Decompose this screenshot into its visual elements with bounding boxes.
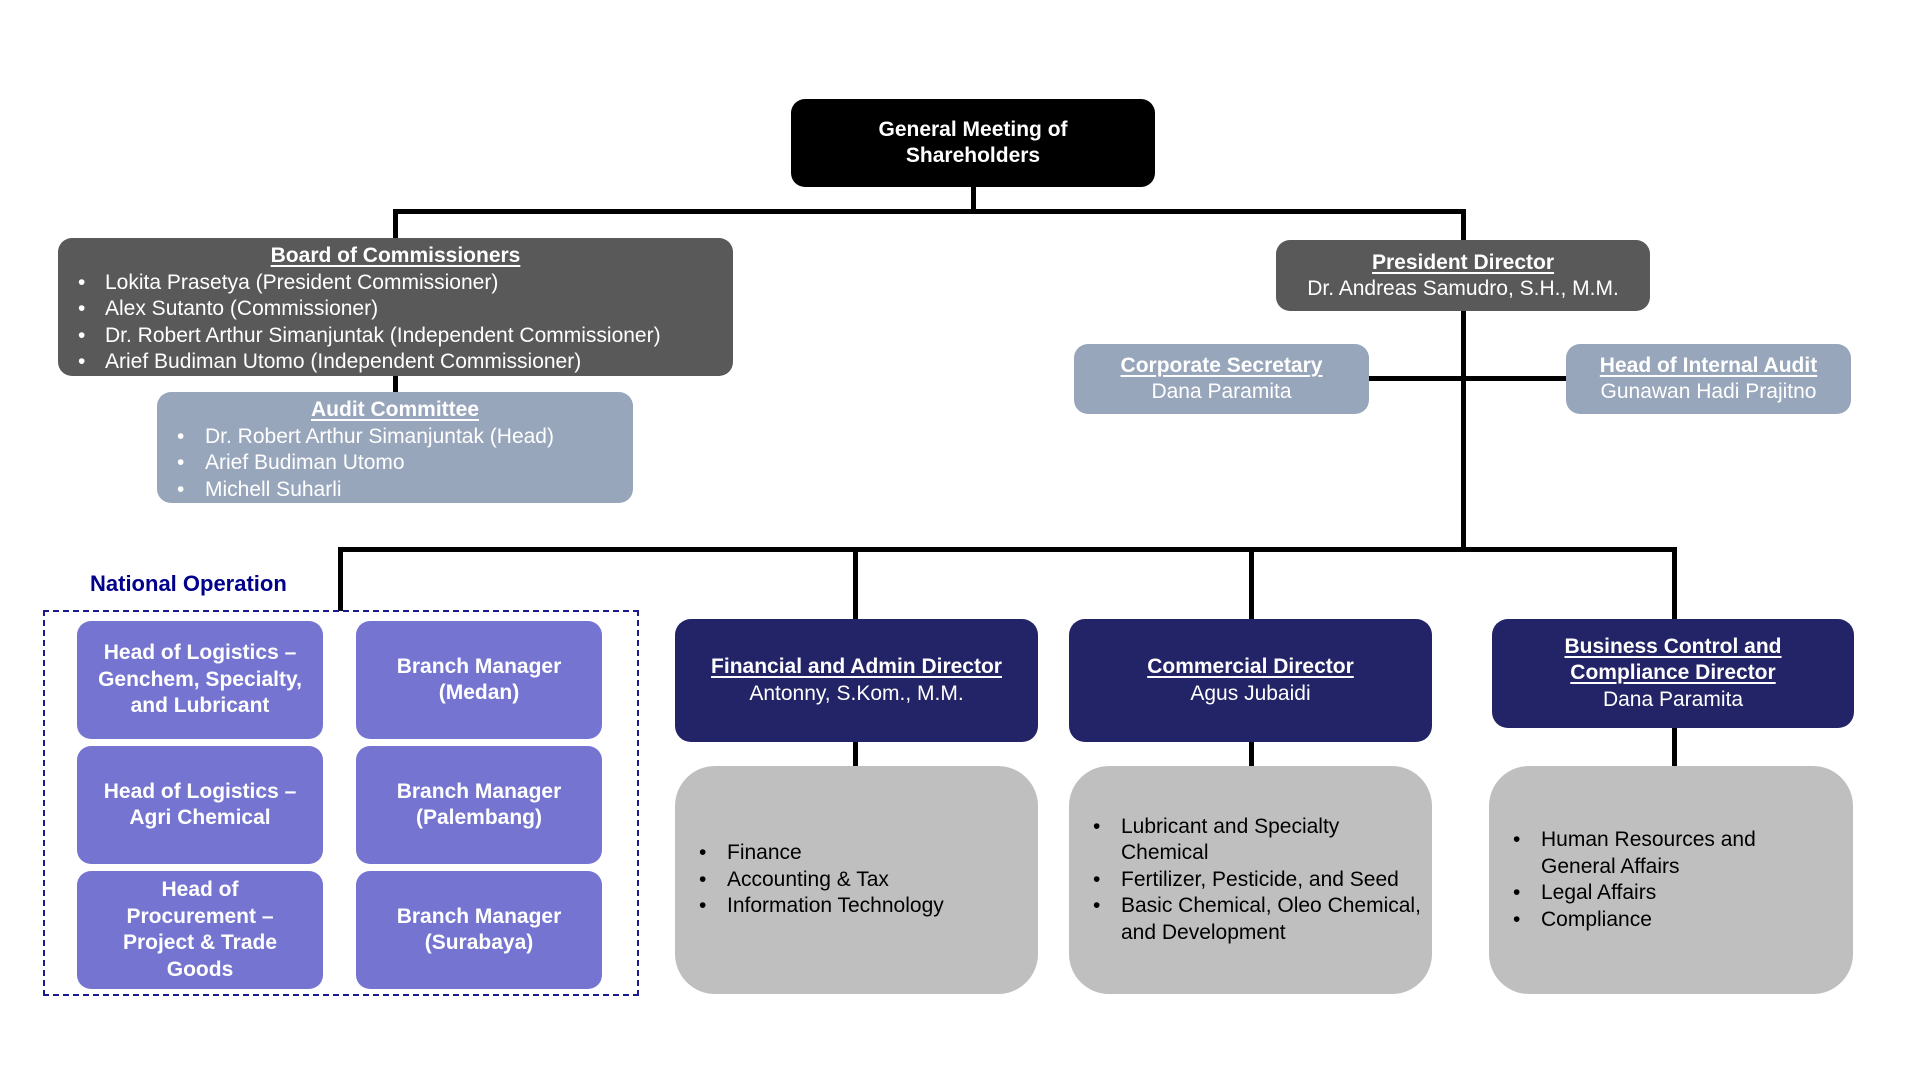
department-item: Legal Affairs (1489, 880, 1783, 907)
board-member: Dr. Robert Arthur Simanjuntak (Independe… (58, 323, 733, 350)
audit-committee-member: Arief Budiman Utomo (157, 450, 633, 477)
board-member: Arief Budiman Utomo (Independent Commiss… (58, 349, 733, 376)
national-unit-label: Branch Manager (Surabaya) (396, 904, 562, 955)
connector-top-horizontal (393, 209, 1466, 214)
department-item: Compliance (1489, 907, 1783, 934)
national-unit-branch-medan: Branch Manager (Medan) (356, 621, 602, 739)
department-item: Information Technology (675, 893, 944, 920)
internal-audit-name: Gunawan Hadi Prajitno (1600, 380, 1817, 403)
national-unit-label: Head of Logistics – Genchem, Specialty, … (98, 641, 302, 718)
departments-list: Human Resources and General Affairs Lega… (1489, 827, 1783, 933)
department-item: Human Resources and General Affairs (1489, 827, 1783, 880)
director-title: Commercial Director (1147, 655, 1354, 678)
national-unit-label: Head of Logistics – Agri Chemical (103, 779, 297, 830)
connector-business-to-depts (1672, 727, 1677, 767)
corporate-secretary-title: Corporate Secretary (1120, 354, 1323, 377)
financial-admin-director-box: Financial and Admin Director Antonny, S.… (675, 619, 1038, 742)
corporate-secretary-name: Dana Paramita (1151, 380, 1292, 403)
commercial-director-box: Commercial Director Agus Jubaidi (1069, 619, 1432, 742)
internal-audit-title: Head of Internal Audit (1599, 354, 1818, 377)
director-name: Antonny, S.Kom., M.M. (749, 681, 964, 705)
audit-committee-title: Audit Committee (311, 398, 479, 421)
connector-to-president (1461, 209, 1466, 241)
general-meeting-title: General Meeting of Shareholders (878, 118, 1068, 167)
connector-financial-to-depts (853, 741, 858, 767)
connector-to-board (393, 209, 398, 239)
board-member: Alex Sutanto (Commissioner) (58, 296, 733, 323)
audit-committee-members-list: Dr. Robert Arthur Simanjuntak (Head) Ari… (157, 424, 633, 504)
financial-departments-box: Finance Accounting & Tax Information Tec… (675, 766, 1038, 994)
board-member: Lokita Prasetya (President Commissioner) (58, 270, 733, 297)
president-director-title: President Director (1371, 250, 1555, 274)
business-control-director-box: Business Control and Compliance Director… (1492, 619, 1854, 728)
commercial-departments-box: Lubricant and Specialty Chemical Fertili… (1069, 766, 1432, 994)
department-item: Finance (675, 840, 944, 867)
national-operation-label: National Operation (90, 571, 287, 596)
national-unit-label: Branch Manager (Medan) (396, 654, 562, 705)
board-of-commissioners-box: Board of Commissioners Lokita Prasetya (… (58, 238, 733, 376)
departments-list: Lubricant and Specialty Chemical Fertili… (1069, 814, 1422, 947)
business-control-departments-box: Human Resources and General Affairs Lega… (1489, 766, 1853, 994)
board-of-commissioners-title: Board of Commissioners (270, 244, 521, 267)
audit-committee-member: Dr. Robert Arthur Simanjuntak (Head) (157, 424, 633, 451)
national-unit-branch-surabaya: Branch Manager (Surabaya) (356, 871, 602, 989)
department-item: Lubricant and Specialty Chemical (1069, 814, 1422, 867)
connector-board-to-audit (393, 375, 398, 393)
connector-gms-down (971, 186, 976, 213)
connector-to-commercial-director (1249, 547, 1254, 620)
director-title: Business Control and Compliance Director (1564, 634, 1782, 685)
national-unit-procurement: Head of Procurement – Project & Trade Go… (77, 871, 323, 989)
connector-support-horizontal (1368, 376, 1568, 381)
general-meeting-of-shareholders-box: General Meeting of Shareholders (791, 99, 1155, 187)
president-director-name: Dr. Andreas Samudro, S.H., M.M. (1307, 276, 1619, 300)
departments-list: Finance Accounting & Tax Information Tec… (675, 840, 944, 920)
national-unit-logistics-genchem: Head of Logistics – Genchem, Specialty, … (77, 621, 323, 739)
national-unit-logistics-agri: Head of Logistics – Agri Chemical (77, 746, 323, 864)
director-name: Agus Jubaidi (1190, 681, 1311, 705)
director-name: Dana Paramita (1602, 687, 1744, 711)
department-item: Basic Chemical, Oleo Chemical, and Devel… (1069, 893, 1422, 946)
internal-audit-box: Head of Internal Audit Gunawan Hadi Praj… (1566, 344, 1851, 414)
connector-to-financial-director (853, 547, 858, 620)
president-director-box: President Director Dr. Andreas Samudro, … (1276, 240, 1650, 311)
board-members-list: Lokita Prasetya (President Commissioner)… (58, 270, 733, 376)
connector-commercial-to-depts (1249, 741, 1254, 767)
connector-president-trunk (1461, 310, 1466, 551)
director-title: Financial and Admin Director (711, 655, 1002, 678)
corporate-secretary-box: Corporate Secretary Dana Paramita (1074, 344, 1369, 414)
connector-to-national-operation (338, 547, 343, 611)
department-item: Fertilizer, Pesticide, and Seed (1069, 867, 1422, 894)
national-operation-group (43, 610, 639, 996)
audit-committee-box: Audit Committee Dr. Robert Arthur Simanj… (157, 392, 633, 503)
connector-directors-horizontal (338, 547, 1677, 552)
national-unit-label: Head of Procurement – Project & Trade Go… (122, 878, 278, 981)
audit-committee-member: Michell Suharli (157, 477, 633, 504)
national-unit-branch-palembang: Branch Manager (Palembang) (356, 746, 602, 864)
connector-to-business-director (1672, 547, 1677, 620)
national-unit-label: Branch Manager (Palembang) (396, 779, 562, 830)
department-item: Accounting & Tax (675, 867, 944, 894)
